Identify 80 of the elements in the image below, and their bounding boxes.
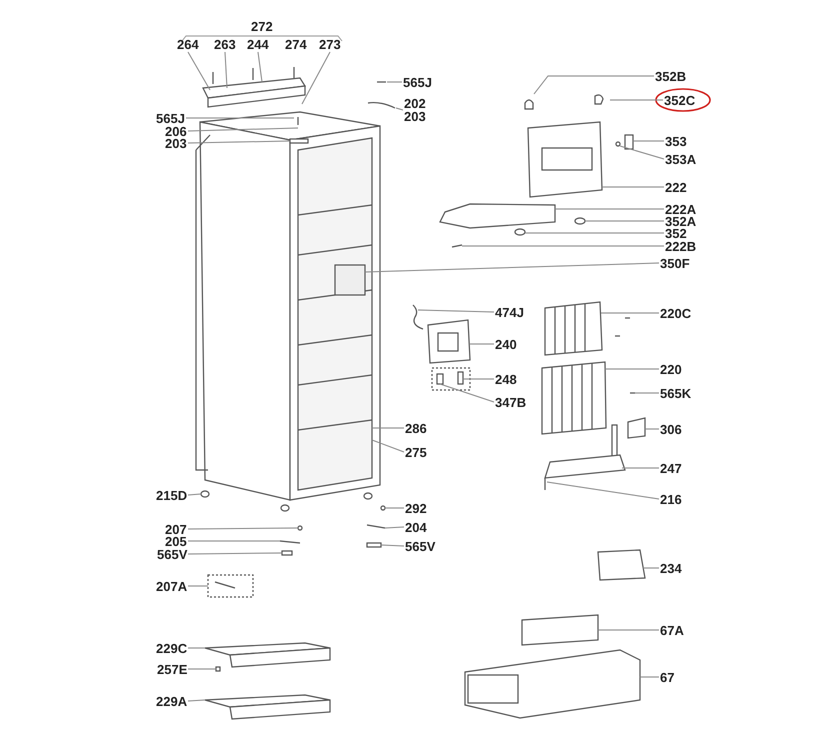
leader-line <box>188 668 216 670</box>
callout-number: 286 <box>405 422 427 434</box>
callout-number: 220 <box>660 362 682 376</box>
callout-number: 353A <box>665 152 696 166</box>
callout-number: 207 <box>165 522 187 536</box>
leader-line <box>188 540 280 542</box>
callout-number: 222 <box>665 180 687 194</box>
callout-number: 353 <box>665 134 687 148</box>
callout-number: 204 <box>405 520 427 534</box>
callout-number: 240 <box>495 338 517 350</box>
leader-line <box>380 544 404 546</box>
callout-number: 273 <box>319 38 341 51</box>
callout-number: 565J <box>403 76 432 88</box>
leader-line <box>372 440 404 452</box>
callout-number: 306 <box>660 422 682 436</box>
leader-line <box>188 700 206 702</box>
callout-number: 272 <box>251 20 273 33</box>
leader-line <box>188 52 210 90</box>
callout-number: 292 <box>405 502 427 514</box>
callout-number: 229C <box>156 642 188 654</box>
callout-number: 229A <box>156 694 188 708</box>
leader-line <box>546 482 660 500</box>
leader-line <box>632 140 664 142</box>
leader-line <box>188 552 282 554</box>
leader-line <box>462 378 494 380</box>
leader-line <box>600 312 660 314</box>
callout-number: 67A <box>660 624 684 636</box>
leader-line <box>224 52 228 88</box>
leader-line <box>620 146 664 160</box>
callout-number: 205 <box>165 534 187 548</box>
callout-number: 263 <box>214 38 236 51</box>
leader-line <box>640 676 660 678</box>
leader-line <box>604 368 660 370</box>
callout-number: 206 <box>165 124 187 138</box>
callout-number: 222A <box>665 202 696 216</box>
callout-number: 257E <box>157 662 188 676</box>
callout-number: 220C <box>660 306 692 320</box>
leader-line <box>188 494 202 496</box>
leader-line <box>418 310 494 312</box>
callout-number: 234 <box>660 562 682 574</box>
leader-line <box>534 76 654 94</box>
callout-number: 565K <box>660 386 692 400</box>
callout-number: 264 <box>177 38 199 51</box>
callout-number: 352A <box>665 214 696 228</box>
leader-line <box>524 232 664 234</box>
leader-line <box>364 262 660 272</box>
leader-line <box>302 52 330 104</box>
leader-line <box>384 526 404 528</box>
leader-line <box>188 528 298 530</box>
callout-number: 352B <box>655 70 686 82</box>
leader-line <box>396 108 404 110</box>
leader-line <box>634 392 660 394</box>
callout-number: 222B <box>665 240 696 252</box>
leader-line <box>602 186 664 188</box>
callout-number: 215D <box>156 488 188 502</box>
callout-number: 565V <box>405 540 436 552</box>
callout-number: 244 <box>247 38 269 51</box>
callout-number: 247 <box>660 462 682 474</box>
callout-number: 207A <box>156 580 188 592</box>
leader-line <box>258 52 262 82</box>
callout-number: 474J <box>495 306 524 318</box>
callout-number: 274 <box>285 38 307 51</box>
leader-line <box>188 128 298 132</box>
callout-number: 67 <box>660 670 674 684</box>
callout-number: 565V <box>157 548 188 560</box>
leader-line <box>584 220 664 222</box>
callout-number: 275 <box>405 446 427 458</box>
callout-number: 248 <box>495 372 517 386</box>
callout-number: 202 203 <box>404 97 426 123</box>
leader-line <box>188 140 290 144</box>
leader-line <box>554 208 664 210</box>
callout-number: 203 <box>165 136 187 150</box>
callout-number: 352C <box>664 94 696 106</box>
leader-line <box>440 384 494 402</box>
callout-number: 352 <box>665 226 687 240</box>
leader-line <box>644 428 660 430</box>
callout-number: 216 <box>660 492 682 506</box>
callout-number: 565J <box>156 112 185 124</box>
callout-number: 347B <box>495 396 526 408</box>
callout-number: 350F <box>660 256 690 270</box>
